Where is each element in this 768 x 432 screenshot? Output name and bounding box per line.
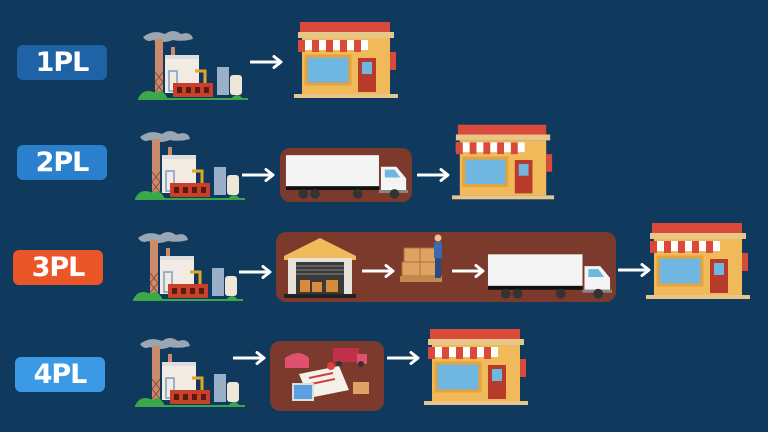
arrow-right-icon [362, 264, 396, 278]
arrow-right-icon [239, 265, 273, 279]
boxes-worker-icon [398, 234, 448, 296]
label-2pl: 2PL [17, 145, 107, 180]
factory-icon [133, 27, 253, 102]
factory-icon [128, 228, 248, 303]
carrier-panel [280, 148, 412, 202]
arrow-right-icon [242, 168, 276, 182]
arrow-right-icon [250, 55, 284, 69]
arrow-right-icon [233, 351, 267, 365]
truck-icon [284, 151, 410, 200]
store-icon [450, 120, 558, 202]
arrow-right-icon [417, 168, 451, 182]
warehouse-icon [282, 236, 358, 298]
store-icon [292, 18, 402, 100]
store-icon [422, 325, 532, 407]
factory-icon [130, 127, 250, 202]
label-1pl: 1PL [17, 45, 107, 80]
logistics-dashboard-icon [277, 344, 377, 408]
factory-icon [130, 334, 250, 409]
integrator-panel [270, 341, 384, 411]
label-3pl: 3PL [13, 250, 103, 285]
third-party-panel [276, 232, 616, 302]
store-icon [644, 219, 754, 301]
label-4pl: 4PL [15, 357, 105, 392]
truck-icon [486, 250, 614, 300]
arrow-right-icon [452, 264, 486, 278]
arrow-right-icon [387, 351, 421, 365]
